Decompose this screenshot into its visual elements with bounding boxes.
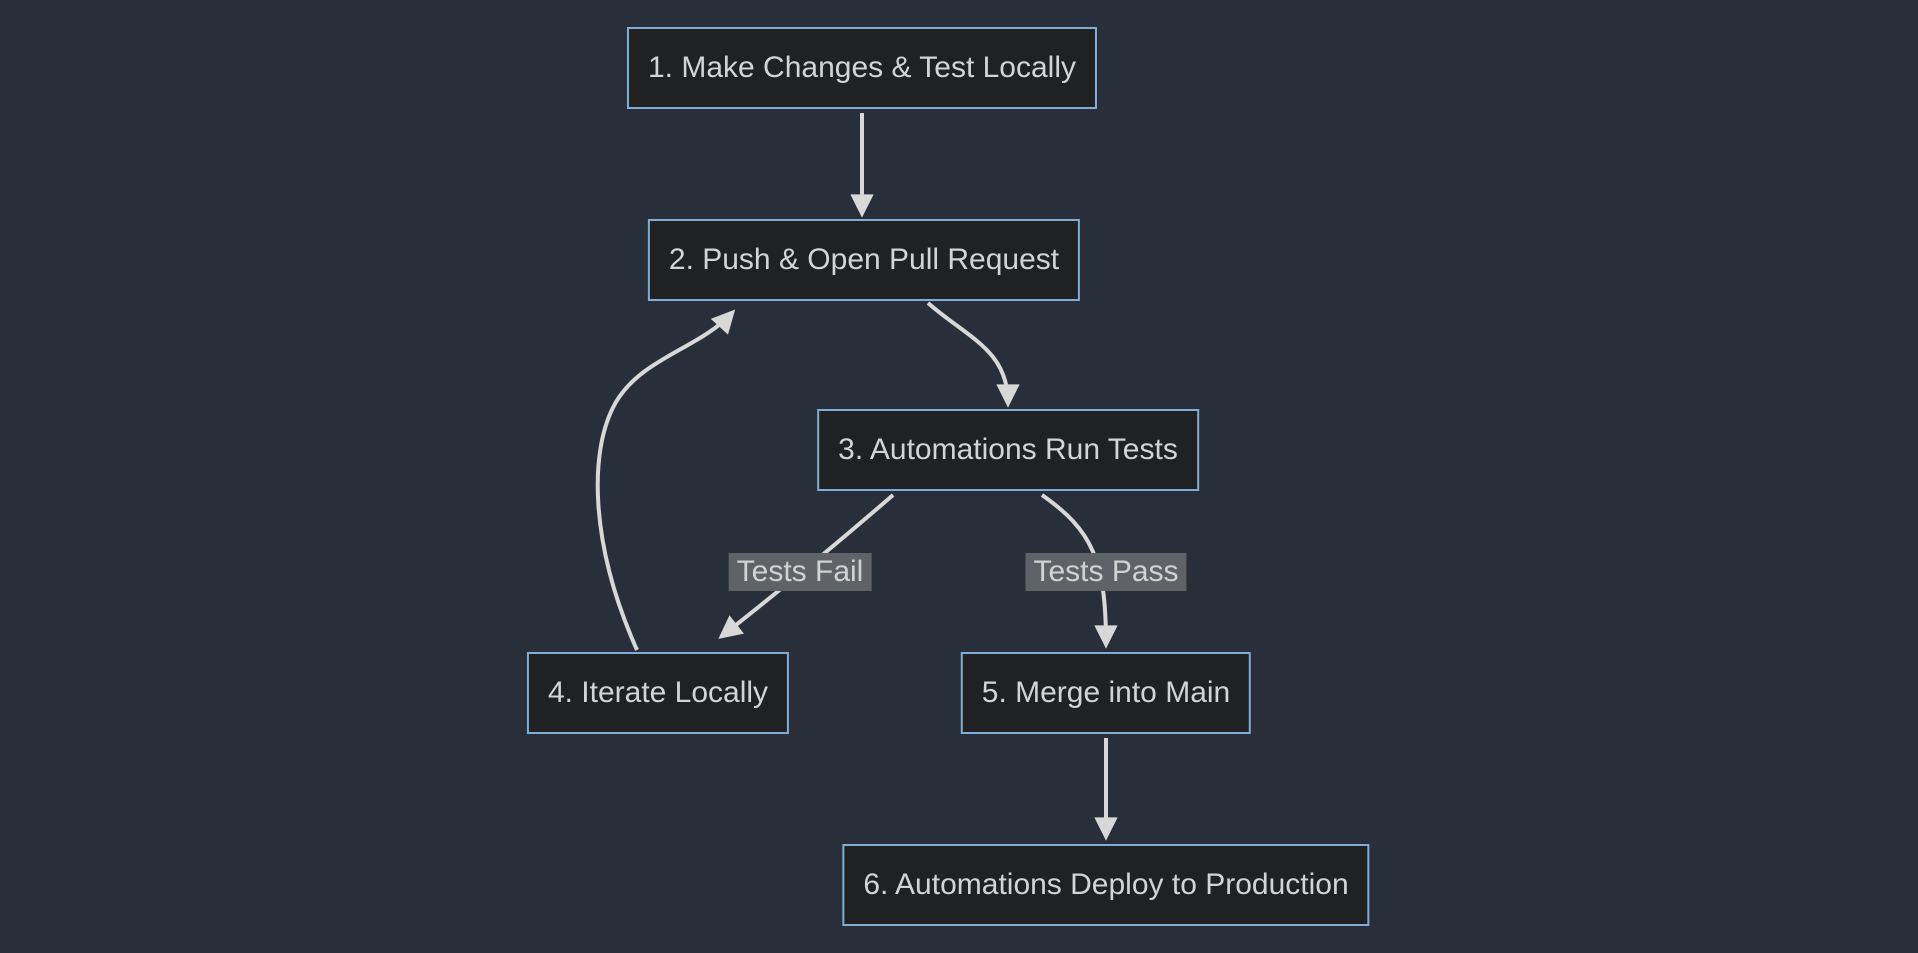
- node-make-changes-test-locally: 1. Make Changes & Test Locally: [626, 27, 1098, 109]
- node-merge-into-main: 5. Merge into Main: [960, 652, 1252, 734]
- node-automations-run-tests: 3. Automations Run Tests: [817, 409, 1199, 491]
- edge-iterate-to-push-loop: [595, 309, 736, 651]
- edge-label-tests-fail: Tests Fail: [728, 553, 872, 591]
- node-automations-deploy-production: 6. Automations Deploy to Production: [842, 844, 1370, 926]
- node-iterate-locally: 4. Iterate Locally: [526, 652, 790, 734]
- node-push-open-pull-request: 2. Push & Open Pull Request: [647, 219, 1081, 301]
- edge-push-to-run-tests: [926, 301, 1020, 408]
- edge-label-tests-pass: Tests Pass: [1025, 553, 1187, 591]
- edge-tests-pass: [1040, 493, 1118, 649]
